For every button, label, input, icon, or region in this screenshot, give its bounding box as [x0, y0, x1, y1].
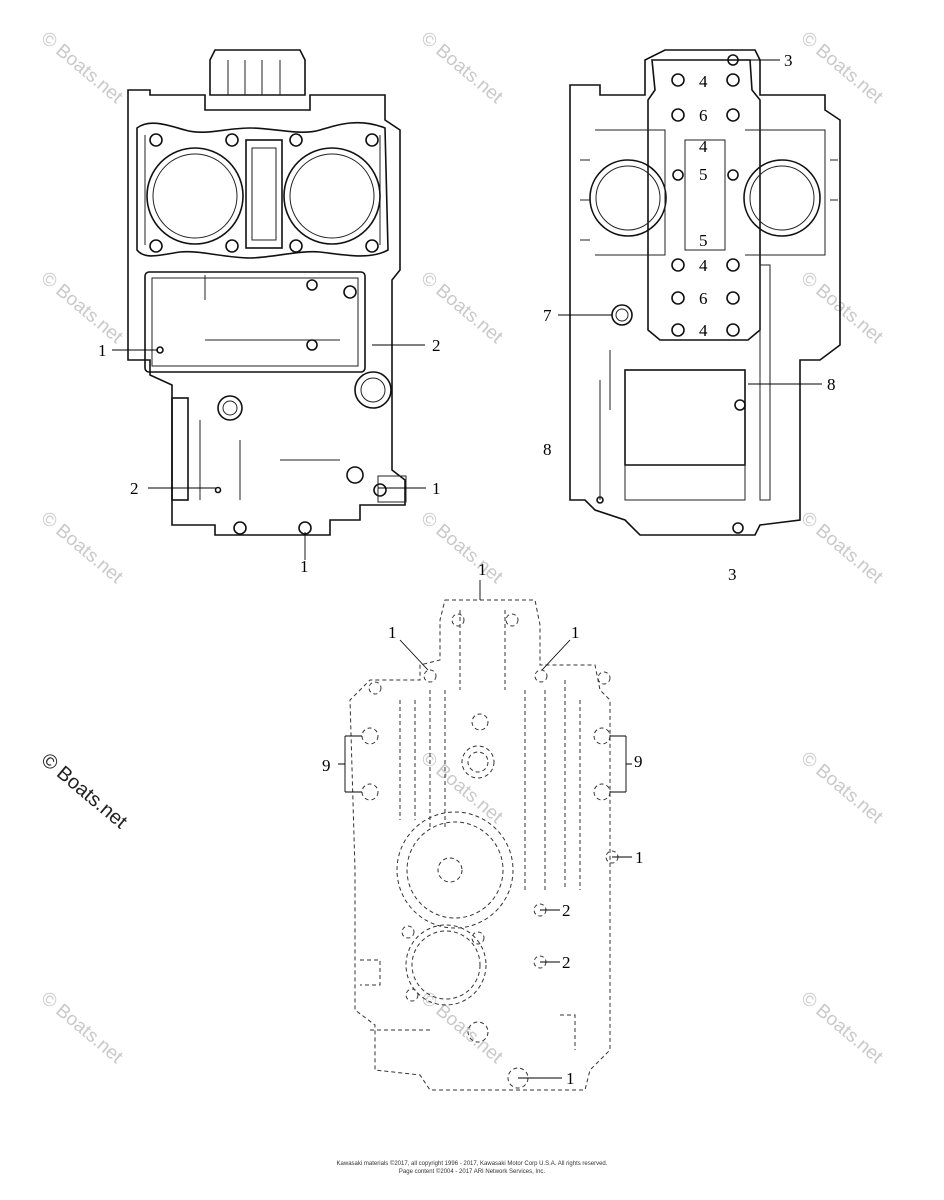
watermark-text: © Boats.net [417, 28, 507, 109]
callout-label: 4 [699, 137, 708, 156]
callout-label: 7 [543, 306, 552, 325]
callout-label: 2 [130, 479, 139, 498]
watermark-text: © Boats.net [797, 28, 887, 109]
callout-label: 2 [562, 901, 571, 920]
callout-label: 4 [699, 72, 708, 91]
callout-label: 1 [98, 341, 107, 360]
callout-label: 1 [388, 623, 397, 642]
callout-label: 2 [432, 336, 441, 355]
watermark-boats-net: © Boats.net [37, 749, 132, 833]
callout-label: 1 [478, 560, 487, 579]
upper-crankcase-left-view [127, 49, 407, 536]
callout-label: 1 [300, 557, 309, 576]
callout-label: 1 [635, 848, 644, 867]
callout-label: 9 [322, 756, 331, 775]
callout-label: 4 [699, 321, 708, 340]
watermark-text: © Boats.net [797, 268, 887, 349]
upper-crankcase-right-view [569, 49, 841, 536]
watermark-text: © Boats.net [417, 988, 507, 1069]
lower-callouts: 1 1 1 9 9 1 2 2 1 [322, 560, 644, 1088]
watermark-text: © Boats.net [417, 508, 507, 589]
upper-left-callouts: 1 2 2 1 1 [98, 336, 441, 576]
watermark-text: © Boats.net [37, 508, 127, 589]
watermark-text: © Boats.net [797, 988, 887, 1069]
callout-label: 5 [699, 231, 708, 250]
callout-label: 6 [699, 106, 708, 125]
callout-label: 6 [699, 289, 708, 308]
lower-crankcase-view [349, 599, 619, 1091]
callout-label: 1 [432, 479, 441, 498]
callout-label: 8 [543, 440, 552, 459]
callout-label: 1 [571, 623, 580, 642]
copyright-line-2: Page content ©2004 - 2017 ARI Network Se… [399, 1168, 545, 1175]
callout-label: 2 [562, 953, 571, 972]
upper-right-callouts: 3 4 6 4 5 5 4 6 4 7 8 8 3 [543, 51, 836, 584]
callout-label: 4 [699, 256, 708, 275]
callout-label: 3 [728, 565, 737, 584]
callout-label: 3 [784, 51, 793, 70]
watermark-text: © Boats.net [37, 268, 127, 349]
callout-label: 9 [634, 752, 643, 771]
callout-label: 5 [699, 165, 708, 184]
watermark-text: © Boats.net [797, 748, 887, 829]
watermark-text: © Boats.net [797, 508, 887, 589]
watermark-text: © Boats.net [37, 28, 127, 109]
copyright-line-1: Kawasaki materials ©2017, all copyright … [337, 1160, 608, 1167]
callout-label: 1 [566, 1069, 575, 1088]
watermark-text: © Boats.net [417, 268, 507, 349]
callout-label: 8 [827, 375, 836, 394]
watermark-text: © Boats.net [37, 988, 127, 1069]
